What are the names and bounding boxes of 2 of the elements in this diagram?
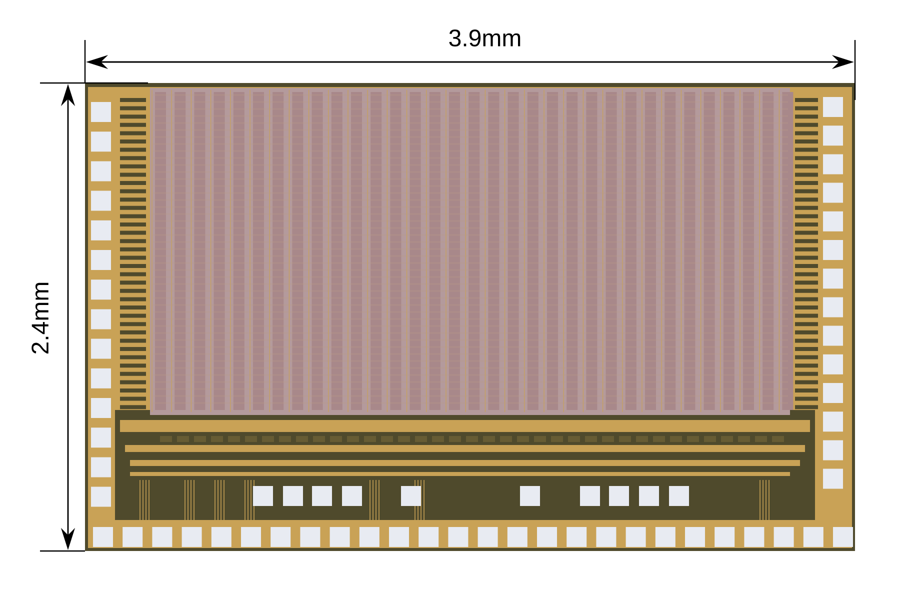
dimension-label: 2.4mm — [32, 282, 48, 354]
dimension-label: 3.9mm — [449, 30, 520, 46]
